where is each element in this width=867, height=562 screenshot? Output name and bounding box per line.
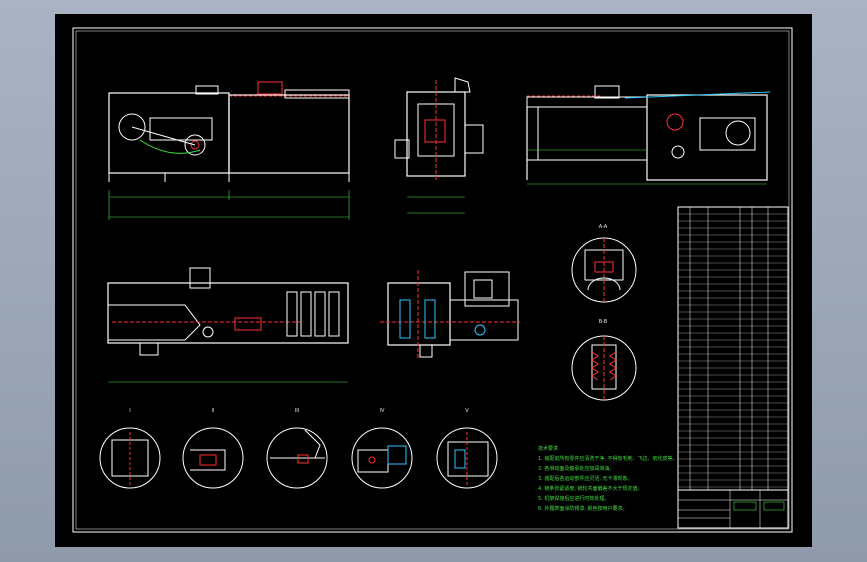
detail-section-a[interactable]: A-A [571,224,637,303]
notes-line: 2. 各滑动面及轴承处应加润滑油。 [538,465,614,472]
notes-line: 5. 机架焊接后应进行时效处理。 [538,495,609,502]
drawing-inner-border [75,30,790,530]
side-elevation-view[interactable] [394,77,484,214]
notes-line: 4. 链条张紧适度, 链轮共面偏差不大于规定值。 [538,485,643,492]
detail-view-5[interactable]: V [436,408,498,489]
detail-label-5: V [465,408,469,414]
technical-notes: 技术要求 1. 装配前所有零件应清洗干净, 不得有毛刺、飞边、氧化皮等。 2. … [538,445,678,512]
drawing-border [72,27,793,533]
detail-section-b[interactable]: B-B [571,319,637,401]
detail-label-3: III [295,408,299,414]
front-elevation-view[interactable] [108,81,350,220]
notes-heading: 技术要求 [538,445,558,452]
title-block[interactable] [677,489,789,529]
detail-label-1: I [129,408,130,414]
notes-line: 6. 外露表面涂防锈漆, 颜色按用户要求。 [538,505,628,512]
notes-line: 1. 装配前所有零件应清洗干净, 不得有毛刺、飞边、氧化皮等。 [538,455,678,462]
plan-view[interactable] [107,267,349,383]
detail-view-4[interactable]: IV [351,408,413,489]
detail-view-3[interactable]: III [266,408,328,489]
detail-label-2: II [212,408,215,414]
notes-line: 3. 装配后各运动部件应灵活, 无卡滞现象。 [538,475,633,482]
section-label-a: A-A [599,224,608,230]
detail-view-1[interactable]: I [99,408,161,489]
detail-view-2[interactable]: II [182,408,244,489]
drawing-sheet [55,14,812,547]
parts-list-table[interactable] [677,206,789,491]
section-view[interactable] [380,270,520,360]
section-label-b: B-B [599,319,608,325]
rear-elevation-view[interactable] [526,85,771,185]
detail-label-4: IV [380,408,385,414]
